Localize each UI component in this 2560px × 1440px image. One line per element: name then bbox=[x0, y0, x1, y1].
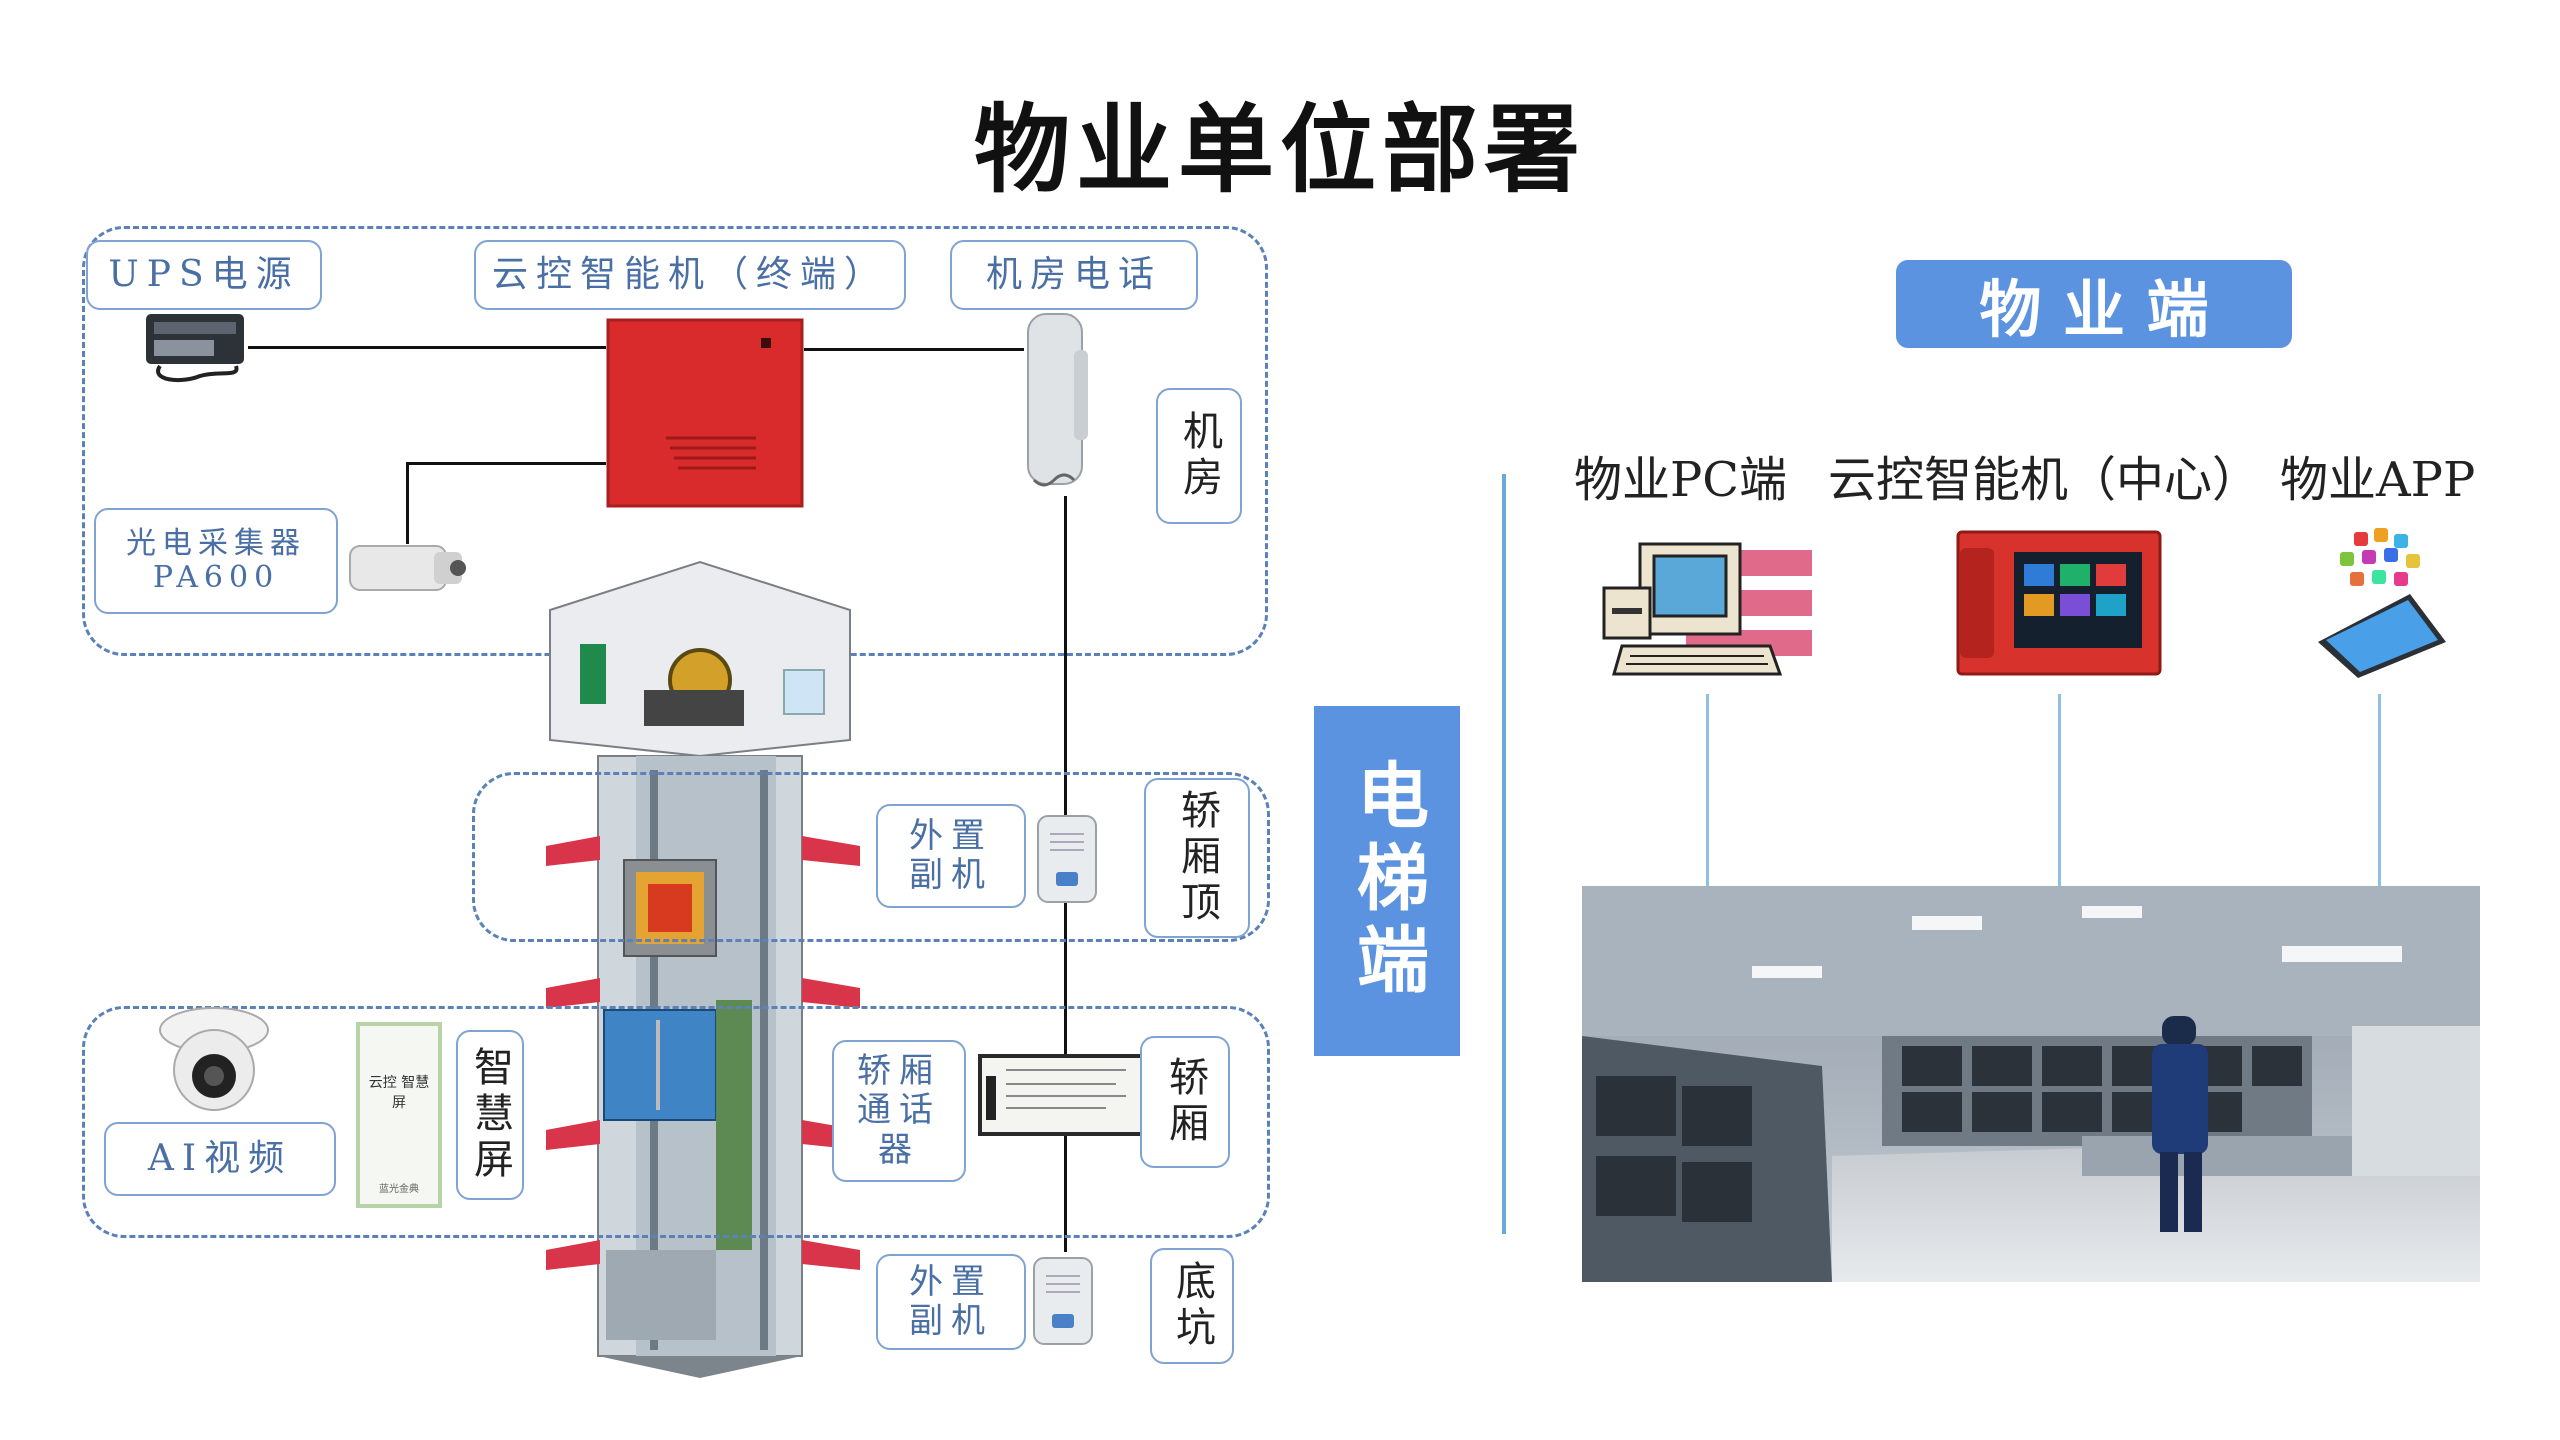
smart-screen-label: 智慧屏 bbox=[456, 1030, 524, 1200]
ups-device-icon bbox=[146, 314, 244, 383]
app-arrow-line bbox=[2378, 694, 2381, 984]
elevator-shaft-illustration bbox=[546, 560, 860, 1378]
elevator-side-banner: 电梯端 bbox=[1314, 706, 1460, 1056]
center-host-label: 云控智能机（中心） bbox=[1828, 452, 2261, 508]
host-to-phone-line bbox=[804, 348, 1024, 351]
sensor-connector-h bbox=[406, 462, 606, 465]
host-terminal-label: 云控智能机（终端） bbox=[474, 240, 906, 310]
control-room-photo bbox=[1582, 886, 2480, 1282]
smart-screen-text-top: 云控 智慧屏 bbox=[368, 1075, 430, 1111]
center-arrow-line bbox=[2058, 694, 2061, 984]
photoelectric-sensor-device bbox=[349, 545, 466, 591]
car-top-zone bbox=[472, 772, 1270, 942]
ups-to-host-line bbox=[248, 346, 606, 349]
car-top-extension-label: 外置副机 bbox=[876, 804, 1026, 908]
page-title: 物业单位部署 bbox=[974, 94, 1586, 206]
machine-room-label: 机房 bbox=[1156, 388, 1242, 524]
ai-video-label: AI视频 bbox=[104, 1122, 336, 1196]
ai-camera-device bbox=[159, 1007, 269, 1111]
property-pc-label: 物业PC端 bbox=[1574, 452, 1788, 508]
photoelectric-sensor-label: 光电采集器 PA600 bbox=[94, 508, 338, 614]
car-zone-label: 轿厢 bbox=[1140, 1036, 1230, 1168]
pit-zone-label: 底坑 bbox=[1150, 1248, 1234, 1364]
car-top-extension-device bbox=[1037, 815, 1097, 903]
pc-arrow-line bbox=[1706, 694, 1709, 984]
smart-screen-text-bottom: 蓝光金典 bbox=[379, 1184, 419, 1195]
car-top-zone-label: 轿厢顶 bbox=[1144, 778, 1250, 938]
divider-line bbox=[1502, 474, 1506, 1234]
smart-screen-device: 云控 智慧屏 蓝光金典 bbox=[356, 1022, 442, 1208]
smartphone-app-icon bbox=[2318, 528, 2446, 678]
host-terminal-device bbox=[606, 318, 804, 508]
property-app-label: 物业APP bbox=[2280, 452, 2476, 508]
pit-extension-label: 外置副机 bbox=[876, 1254, 1026, 1350]
sensor-connector-v bbox=[406, 462, 409, 544]
car-intercom-device bbox=[978, 1054, 1158, 1136]
ups-label: UPS电源 bbox=[86, 240, 322, 310]
car-zone bbox=[82, 1006, 1270, 1238]
pit-extension-device bbox=[1033, 1257, 1093, 1345]
pc-icon bbox=[1602, 542, 1812, 676]
property-banner: 物 业 端 bbox=[1896, 260, 2292, 348]
car-intercom-label: 轿厢通话器 bbox=[832, 1040, 966, 1182]
machine-room-phone-device bbox=[1027, 313, 1088, 487]
center-host-device bbox=[1956, 530, 2162, 676]
machine-room-phone-label: 机房电话 bbox=[950, 240, 1198, 310]
